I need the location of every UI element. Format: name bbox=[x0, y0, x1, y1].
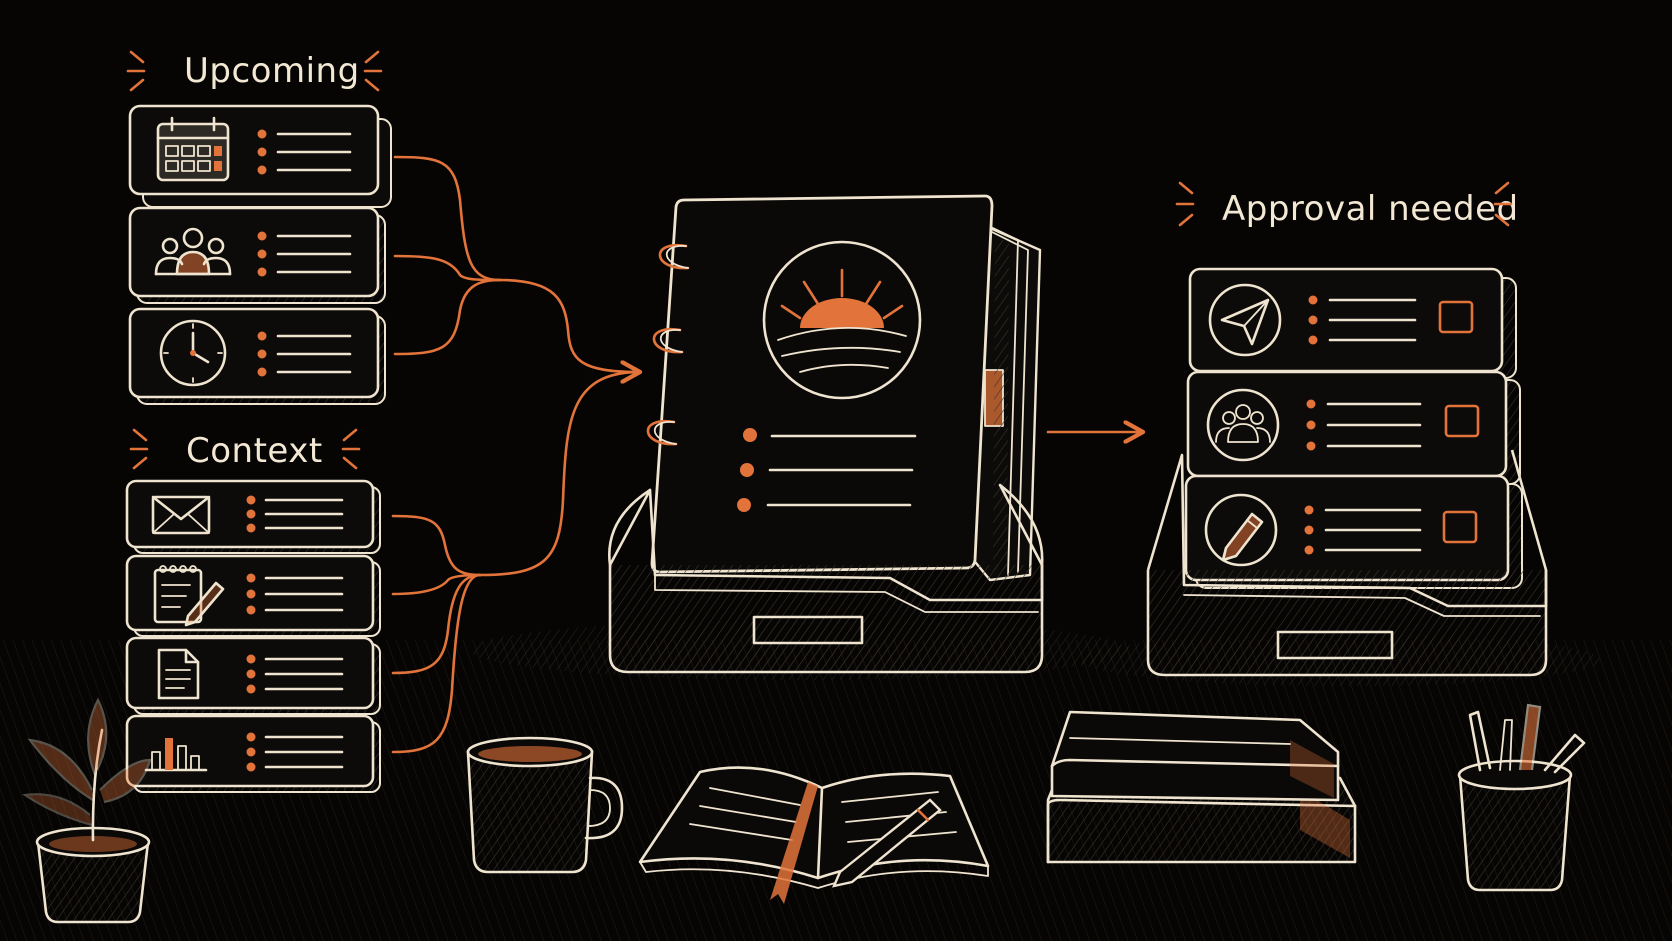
approval-checkbox[interactable] bbox=[1442, 510, 1478, 544]
approval-card-send bbox=[1188, 267, 1517, 379]
upcoming-card-people bbox=[128, 206, 386, 304]
book-stack-icon bbox=[1046, 710, 1357, 864]
people-icon bbox=[154, 227, 232, 276]
context-card-chart bbox=[125, 714, 381, 793]
sunrise-icon bbox=[762, 240, 922, 400]
clock-icon bbox=[159, 319, 227, 387]
cover-lines bbox=[737, 428, 917, 512]
sparkle-left-icon bbox=[129, 428, 149, 470]
envelope-icon bbox=[151, 495, 211, 535]
sparkle-right-icon bbox=[1493, 181, 1513, 227]
pen-cup-icon bbox=[1457, 703, 1586, 892]
approval-card-team bbox=[1186, 370, 1521, 485]
approval-card-edit bbox=[1184, 474, 1523, 589]
notepad-pencil-icon bbox=[153, 565, 225, 627]
context-card-document bbox=[125, 636, 381, 715]
sparkle-right-icon bbox=[341, 428, 361, 470]
sparkle-left-icon bbox=[126, 50, 146, 92]
context-label: Context bbox=[186, 431, 323, 471]
center-binder bbox=[646, 194, 1042, 582]
context-card-notes bbox=[125, 554, 381, 637]
context-card-email bbox=[125, 479, 381, 554]
upcoming-label: Upcoming bbox=[184, 51, 360, 91]
bar-chart-icon bbox=[144, 738, 208, 772]
center-tray bbox=[608, 483, 1044, 674]
approval-checkbox[interactable] bbox=[1444, 404, 1480, 438]
card-lines bbox=[246, 573, 344, 615]
pencil-icon bbox=[1204, 493, 1278, 567]
card-lines bbox=[1308, 295, 1417, 345]
calendar-icon bbox=[156, 116, 230, 182]
upcoming-card-clock bbox=[128, 307, 386, 405]
approval-label: Approval needed bbox=[1222, 189, 1519, 229]
paper-plane-icon bbox=[1208, 283, 1282, 357]
sparkle-left-icon bbox=[1175, 181, 1195, 227]
upcoming-connectors bbox=[393, 155, 640, 372]
tray-label-plate bbox=[1276, 630, 1394, 660]
card-lines bbox=[246, 495, 344, 533]
upcoming-card-calendar bbox=[128, 104, 392, 208]
approval-checkbox[interactable] bbox=[1438, 300, 1474, 334]
card-lines bbox=[257, 331, 352, 377]
coffee-mug-icon bbox=[466, 736, 624, 874]
tray-label-plate bbox=[752, 615, 864, 645]
right-tray bbox=[1146, 449, 1548, 677]
people-icon bbox=[1206, 388, 1280, 462]
approval-heading: Approval needed bbox=[1175, 181, 1519, 229]
context-heading: Context bbox=[129, 428, 361, 471]
card-lines bbox=[246, 654, 344, 694]
open-notebook-icon bbox=[638, 766, 990, 904]
sparkle-right-icon bbox=[363, 50, 383, 92]
upcoming-heading: Upcoming bbox=[126, 50, 383, 92]
binder-rings bbox=[646, 243, 690, 446]
document-icon bbox=[157, 648, 200, 700]
card-lines bbox=[257, 231, 352, 277]
card-lines bbox=[257, 129, 352, 175]
card-lines bbox=[1306, 399, 1422, 451]
plant-icon bbox=[21, 697, 152, 924]
card-lines bbox=[1304, 505, 1422, 555]
card-lines bbox=[246, 732, 344, 772]
context-connectors bbox=[391, 370, 642, 754]
